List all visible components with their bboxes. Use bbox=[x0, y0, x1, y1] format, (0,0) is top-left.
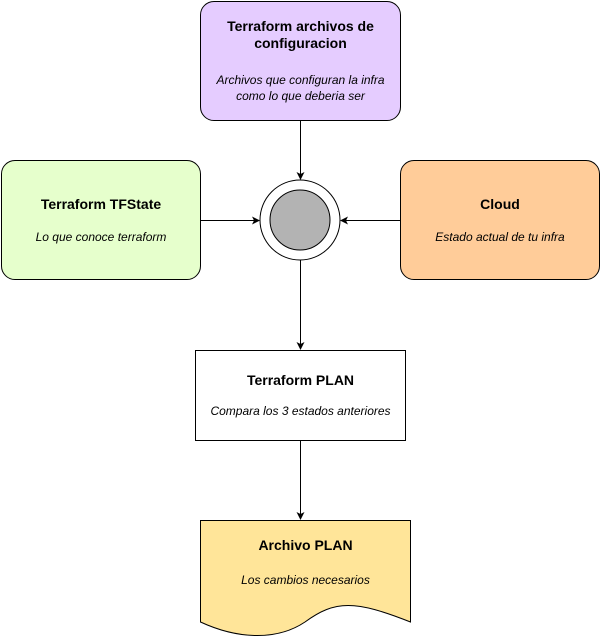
archivo-plan-title: Archivo PLAN bbox=[258, 537, 353, 553]
terraform-plan-title: Terraform PLAN bbox=[246, 372, 355, 388]
cloud-title: Cloud bbox=[480, 195, 520, 212]
cloud-node[interactable]: Cloud Estado actual de tu infra bbox=[400, 160, 600, 280]
config-files-node[interactable]: Terraform archivos de configuracion Arch… bbox=[200, 1, 401, 121]
junction-outer-circle[interactable] bbox=[259, 179, 341, 261]
tfstate-description: Lo que conoce terraform bbox=[35, 229, 167, 244]
terraform-plan-description: Compara los 3 estados anteriores bbox=[210, 404, 391, 418]
terraform-plan-node[interactable]: Terraform PLAN Compara los 3 estados ant… bbox=[195, 350, 406, 441]
tfstate-title: Terraform TFState bbox=[40, 195, 162, 212]
archivo-plan-description: Los cambios necesarios bbox=[241, 573, 370, 587]
config-files-title: Terraform archivos de configuracion bbox=[227, 18, 374, 51]
tfstate-node[interactable]: Terraform TFState Lo que conoce terrafor… bbox=[1, 160, 201, 280]
cloud-description: Estado actual de tu infra bbox=[435, 229, 565, 244]
config-files-description: Archivos que configuran la infra como lo… bbox=[216, 73, 385, 103]
junction-inner-circle bbox=[269, 189, 331, 251]
